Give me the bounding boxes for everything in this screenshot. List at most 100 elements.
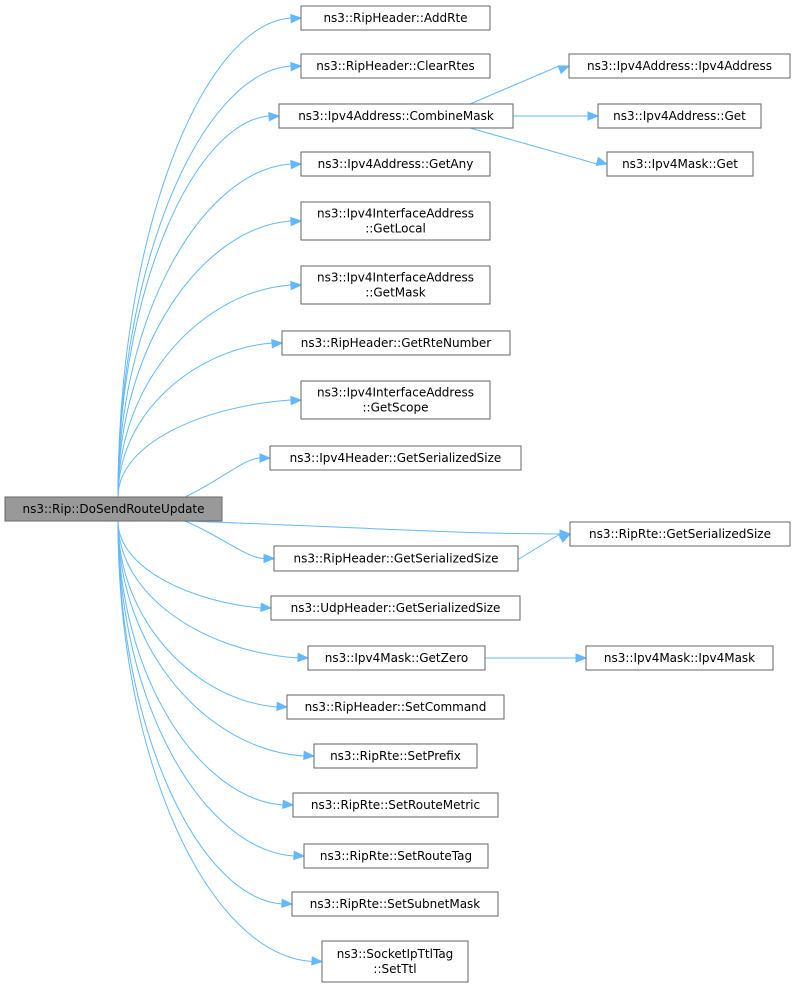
node-label: ns3::RipHeader::ClearRtes [316, 59, 475, 73]
node-label: ns3::Ipv4Mask::Ipv4Mask [604, 651, 755, 665]
call-edge [117, 520, 306, 861]
node-box [269, 445, 522, 471]
edge-line [117, 520, 283, 905]
call-edge [469, 65, 571, 105]
node-label: ns3::RipRte::SetRouteMetric [311, 798, 480, 812]
arrowhead-icon [290, 216, 303, 227]
node-label: ns3::Ipv4Address::Get [613, 109, 746, 123]
call-edge [117, 339, 284, 498]
function-node[interactable]: ns3::Ipv4InterfaceAddress::GetMask [300, 265, 491, 305]
function-node[interactable]: ns3::Ipv4Address::GetAny [300, 151, 491, 177]
call-edge [117, 520, 310, 663]
function-node[interactable]: ns3::RipHeader::GetSerializedSize [273, 545, 519, 572]
function-node[interactable]: ns3::Ipv4InterfaceAddress::GetLocal [300, 201, 491, 241]
node-box [585, 645, 774, 671]
function-node[interactable]: ns3::RipHeader::AddRte [300, 5, 491, 31]
arrowhead-icon [290, 159, 303, 170]
edge-line [117, 115, 270, 498]
function-node[interactable]: ns3::Ipv4InterfaceAddress::GetScope [300, 380, 491, 420]
call-edge [117, 112, 281, 498]
call-edge [117, 159, 303, 498]
edge-line [117, 520, 313, 962]
function-node[interactable]: ns3::RipHeader::GetRteNumber [281, 330, 511, 356]
call-edge [117, 520, 324, 966]
node-label: ns3::RipRte::SetSubnetMask [310, 897, 481, 911]
node-label: ::SetTtl [373, 962, 416, 976]
function-node[interactable]: ns3::RipRte::SetRouteMetric [292, 792, 499, 818]
arrowhead-icon [293, 850, 306, 861]
arrowhead-icon [558, 533, 572, 543]
edge-line [117, 163, 292, 498]
call-edge [117, 61, 303, 498]
arrowhead-icon [281, 898, 294, 909]
arrowhead-icon [268, 112, 281, 122]
function-node[interactable]: ns3::Ipv4Mask::Ipv4Mask [585, 645, 774, 671]
node-box [300, 265, 491, 305]
function-node[interactable]: ns3::RipRte::SetPrefix [313, 743, 478, 769]
node-box [313, 743, 478, 769]
arrowhead-icon [290, 13, 303, 24]
node-label: ns3::Ipv4InterfaceAddress [317, 386, 474, 400]
node-box [568, 53, 791, 79]
arrowhead-icon [557, 65, 571, 75]
call-edge [117, 520, 289, 712]
node-label: ns3::SocketIpTtlTag [337, 947, 454, 961]
edge-line [117, 17, 292, 498]
node-box [292, 792, 499, 818]
root-node[interactable]: ns3::Rip::DoSendRouteUpdate [4, 496, 223, 522]
node-box [300, 201, 491, 241]
call-edge [117, 216, 303, 498]
edge-line [117, 399, 292, 498]
edge-line [184, 457, 261, 498]
node-box [606, 151, 754, 177]
node-box [286, 694, 505, 720]
node-label: ns3::RipHeader::SetCommand [305, 700, 487, 714]
call-edge [117, 520, 273, 612]
node-box [303, 843, 489, 869]
function-node[interactable]: ns3::UdpHeader::GetSerializedSize [270, 595, 521, 621]
call-edge [485, 653, 588, 663]
edge-line [117, 65, 292, 498]
call-edge [469, 127, 609, 166]
node-box [300, 380, 491, 420]
node-label: ns3::RipHeader::GetRteNumber [301, 336, 492, 350]
node-label: ns3::Ipv4InterfaceAddress [317, 271, 474, 285]
node-box [569, 521, 791, 547]
function-node[interactable]: ns3::Ipv4Mask::Get [606, 151, 754, 177]
edge-line [184, 520, 561, 535]
call-edge [117, 395, 303, 498]
node-label: ns3::RipHeader::GetSerializedSize [293, 552, 498, 566]
node-box [278, 103, 514, 129]
arrowhead-icon [297, 652, 310, 663]
node-label: ns3::RipRte::SetRouteTag [320, 849, 472, 863]
function-node[interactable]: ns3::RipRte::GetSerializedSize [569, 521, 791, 547]
edge-line [117, 520, 262, 609]
node-box [300, 151, 491, 177]
function-node[interactable]: ns3::SocketIpTtlTag::SetTtl [321, 940, 469, 983]
call-edge [513, 111, 600, 121]
arrowhead-icon [260, 602, 273, 612]
function-node[interactable]: ns3::RipRte::SetSubnetMask [291, 891, 499, 917]
function-node[interactable]: ns3::RipHeader::ClearRtes [300, 53, 491, 79]
arrowhead-icon [311, 956, 324, 966]
call-edge [117, 520, 295, 810]
function-node[interactable]: ns3::Ipv4Address::Get [597, 103, 762, 129]
call-edge [117, 520, 294, 909]
function-node[interactable]: ns3::Ipv4Address::Ipv4Address [568, 53, 791, 79]
node-label: ns3::Rip::DoSendRouteUpdate [22, 502, 204, 516]
function-node[interactable]: ns3::RipHeader::SetCommand [286, 694, 505, 720]
edge-line [469, 65, 560, 105]
edge-line [117, 520, 299, 659]
function-node[interactable]: ns3::Ipv4Address::CombineMask [278, 103, 514, 129]
node-box [321, 940, 469, 983]
function-node[interactable]: ns3::Ipv4Header::GetSerializedSize [269, 445, 522, 471]
node-box [281, 330, 511, 356]
edge-line [117, 520, 305, 757]
edge-line [117, 342, 273, 498]
nodes-layer: ns3::Rip::DoSendRouteUpdatens3::RipHeade… [4, 5, 791, 983]
edge-line [117, 520, 278, 708]
function-node[interactable]: ns3::Ipv4Mask::GetZero [307, 645, 486, 671]
call-edge [117, 13, 303, 498]
node-label: ns3::RipRte::GetSerializedSize [589, 527, 771, 541]
function-node[interactable]: ns3::RipRte::SetRouteTag [303, 843, 489, 869]
